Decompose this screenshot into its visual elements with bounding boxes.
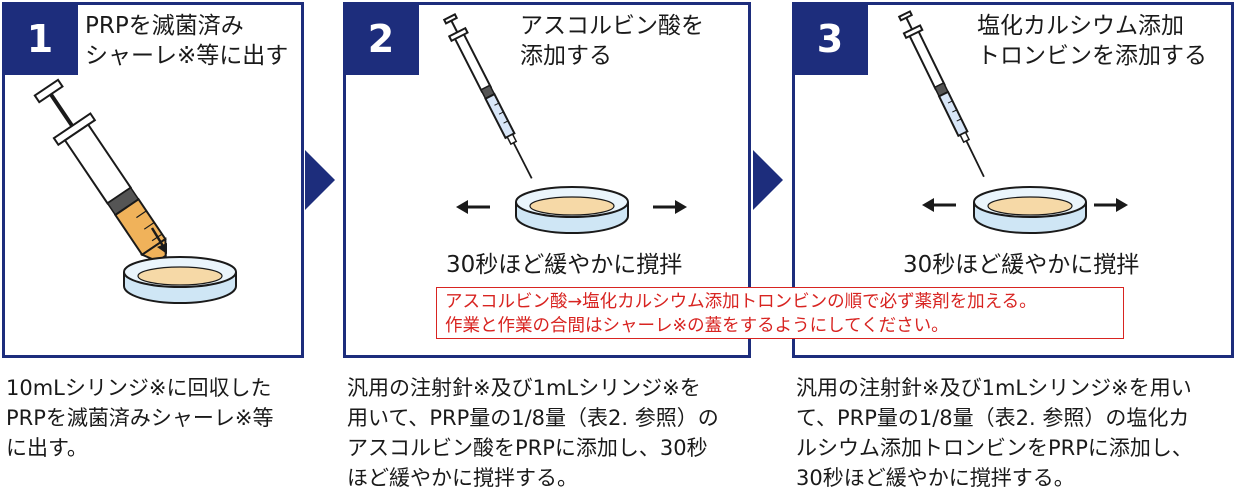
petri-dish-icon (973, 186, 1087, 234)
syringe-icon (895, 9, 993, 182)
step-2-title: アスコルビン酸を 添加する (520, 13, 704, 69)
arrow-down-icon (150, 227, 167, 254)
step-3-description: 汎用の注射針※及び1mLシリンジ※を用い て、PRP量の1/8量（表2. 参照）… (796, 376, 1193, 490)
notice-line-2: 作業と作業の合間はシャーレ※の蓋をするようにしてください。 (445, 316, 949, 336)
step-3-number: 3 (792, 2, 868, 75)
arrow-left-icon (454, 198, 492, 216)
arrow-right-icon (1092, 196, 1130, 214)
petri-dish-icon (123, 256, 237, 304)
step-2-caption: 30秒ほど緩やかに撹拌 (446, 252, 683, 278)
step-1-panel: 1 PRPを滅菌済み シャーレ※等に出す (2, 2, 304, 358)
chevron-right-icon (753, 150, 783, 210)
step-1-title: PRPを滅菌済み シャーレ※等に出す (85, 13, 289, 69)
step-3-caption: 30秒ほど緩やかに撹拌 (903, 252, 1140, 278)
syringe-icon (440, 12, 541, 184)
step-2-description: 汎用の注射針※及び1mLシリンジ※を 用いて、PRP量の1/8量（表2. 参照）… (347, 376, 719, 490)
step-2-number: 2 (343, 2, 419, 75)
syringe-icon (33, 78, 171, 269)
arrow-left-icon (920, 196, 958, 214)
chevron-right-icon (305, 150, 335, 210)
notice-box: アスコルビン酸→塩化カルシウム添加トロンビンの順で必ず薬剤を加える。 作業と作業… (436, 287, 1124, 339)
notice-line-1: アスコルビン酸→塩化カルシウム添加トロンビンの順で必ず薬剤を加える。 (445, 292, 1037, 312)
step-3-title: 塩化カルシウム添加 トロンビンを添加する (977, 13, 1207, 69)
step-1-description: 10mLシリンジ※に回収した PRPを滅菌済みシャーレ※等 に出す。 (6, 376, 274, 460)
arrow-right-icon (651, 198, 689, 216)
step-1-number: 1 (2, 2, 78, 75)
petri-dish-icon (515, 186, 629, 234)
